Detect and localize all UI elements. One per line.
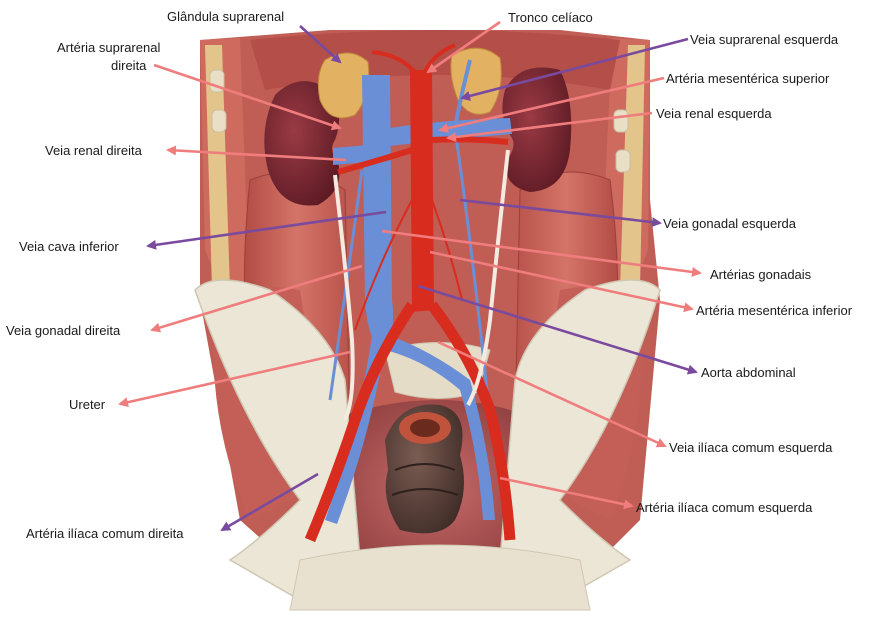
label-arteria-suprarenal-direita-line2: direita bbox=[111, 58, 147, 73]
label-tronco-celiaco: Tronco celíaco bbox=[508, 10, 593, 25]
label-arteria-mesenterica-inferior: Artéria mesentérica inferior bbox=[696, 303, 853, 318]
label-veia-iliaca-comum-esquerda: Veia ilíaca comum esquerda bbox=[669, 440, 833, 455]
label-arteria-suprarenal-direita-line1: Artéria suprarenal bbox=[57, 40, 160, 55]
label-arteria-iliaca-comum-direita: Artéria ilíaca comum direita bbox=[26, 526, 184, 541]
label-ureter: Ureter bbox=[69, 397, 106, 412]
anatomical-model bbox=[195, 30, 660, 610]
label-veia-gonadal-esquerda: Veia gonadal esquerda bbox=[663, 216, 797, 231]
label-arterias-gonadais: Artérias gonadais bbox=[710, 267, 812, 282]
renal-artery-left bbox=[432, 139, 508, 142]
label-veia-suprarenal-esquerda: Veia suprarenal esquerda bbox=[690, 32, 839, 47]
abdominal-aorta bbox=[410, 70, 434, 312]
pubis bbox=[290, 545, 590, 610]
label-aorta-abdominal: Aorta abdominal bbox=[701, 365, 796, 380]
label-arteria-iliaca-comum-esquerda: Artéria ilíaca comum esquerda bbox=[636, 500, 813, 515]
label-arteria-mesenterica-superior: Artéria mesentérica superior bbox=[666, 71, 830, 86]
label-glandula-suprarenal: Glândula suprarenal bbox=[167, 9, 284, 24]
rectum bbox=[385, 404, 464, 533]
label-veia-cava-inferior: Veia cava inferior bbox=[19, 239, 119, 254]
label-veia-renal-esquerda: Veia renal esquerda bbox=[656, 106, 772, 121]
label-veia-renal-direita: Veia renal direita bbox=[45, 143, 143, 158]
label-veia-gonadal-direita: Veia gonadal direita bbox=[6, 323, 121, 338]
